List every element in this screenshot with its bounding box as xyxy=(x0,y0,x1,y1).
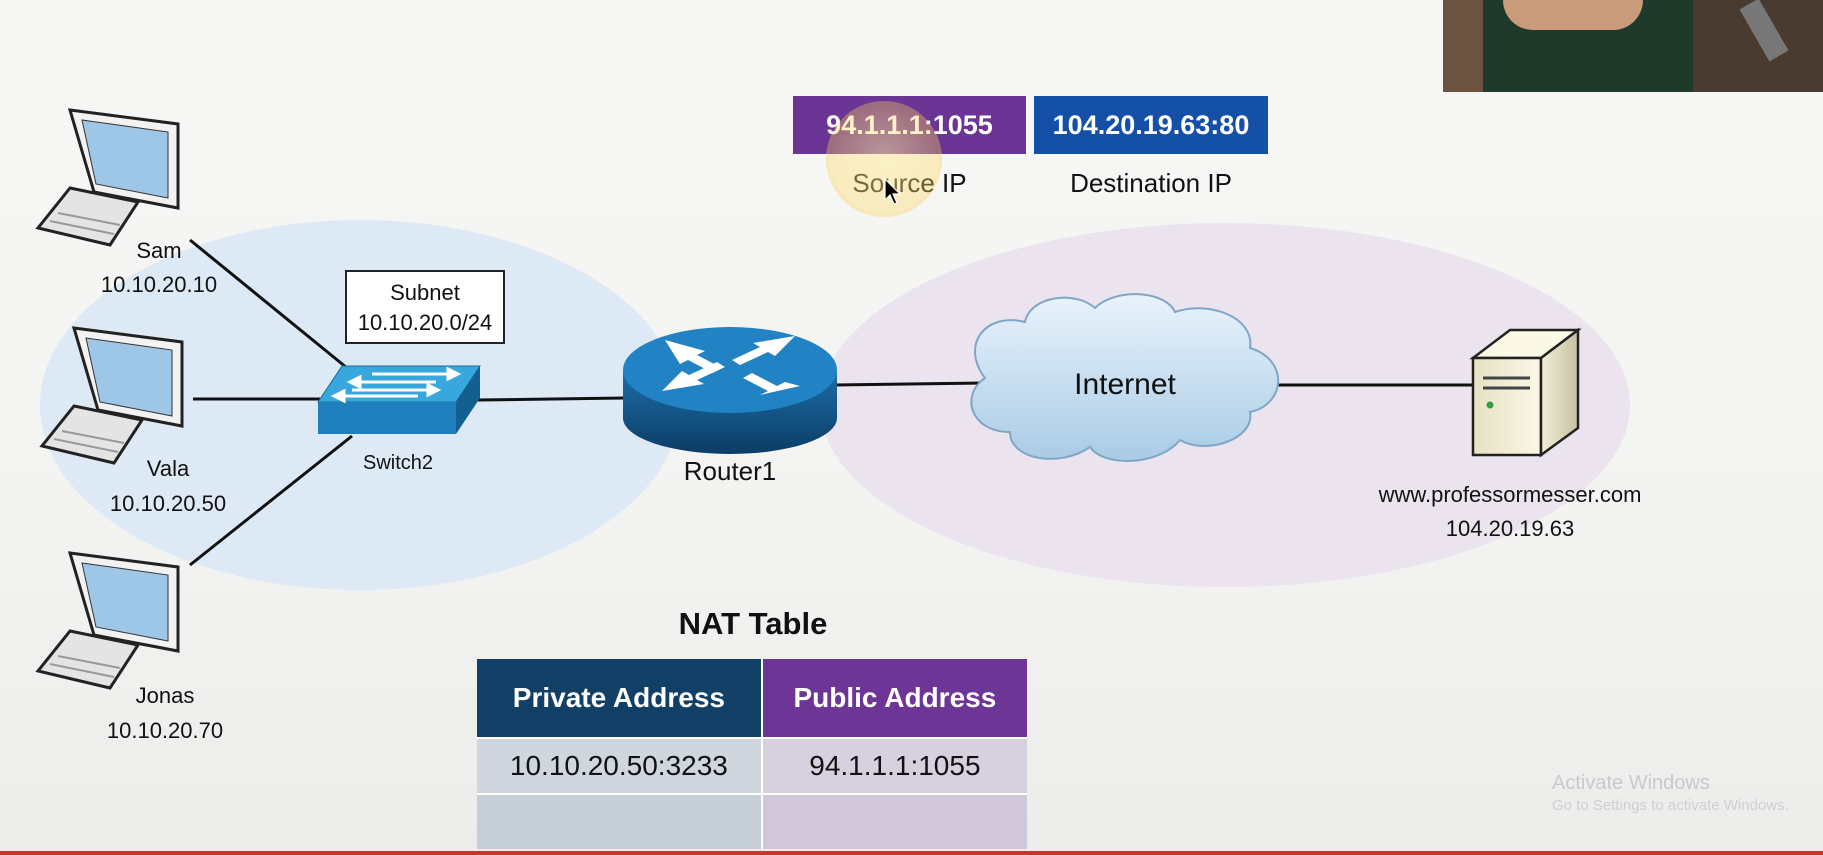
nat-cell-private: 10.10.20.50:3233 xyxy=(477,737,762,794)
host-name-jonas: Jonas xyxy=(135,683,195,708)
nat-table: Private Address Public Address 10.10.20.… xyxy=(477,659,1027,849)
nat-table-title: NAT Table xyxy=(678,606,828,641)
switch-icon xyxy=(317,365,481,434)
server-icon xyxy=(1469,327,1582,458)
cursor-highlight xyxy=(826,101,942,217)
destination-ip-caption: Destination IP xyxy=(1070,168,1232,198)
internet-label: Internet xyxy=(1074,368,1176,401)
router-icon xyxy=(623,327,837,454)
internet-cloud-icon xyxy=(970,293,1280,462)
destination-ip-box: 104.20.19.63:80 xyxy=(1034,96,1268,154)
laptop-icon xyxy=(35,551,180,690)
nat-header-public: Public Address xyxy=(760,659,1027,738)
nat-table-header-row: Private Address Public Address xyxy=(477,659,1027,738)
server-ip: 104.20.19.63 xyxy=(1445,516,1575,541)
mouse-cursor-icon xyxy=(884,178,902,205)
windows-watermark-subtitle: Go to Settings to activate Windows. xyxy=(1552,797,1789,814)
host-name-sam: Sam xyxy=(136,238,182,263)
laptop-icon xyxy=(35,108,180,247)
server-hostname: www.professormesser.com xyxy=(1378,482,1642,507)
host-name-vala: Vala xyxy=(146,456,190,481)
subnet-title: Subnet xyxy=(390,280,460,305)
nat-header-private: Private Address xyxy=(477,659,762,738)
nat-cell-public xyxy=(760,793,1027,849)
table-row: 10.10.20.50:3233 94.1.1.1:1055 xyxy=(477,737,1027,794)
network-links xyxy=(189,238,1475,567)
subnet-cidr: 10.10.20.0/24 xyxy=(357,310,493,335)
nat-cell-private xyxy=(477,793,762,849)
router-label: Router1 xyxy=(683,456,777,486)
host-ip-sam: 10.10.20.10 xyxy=(100,272,218,297)
presenter-webcam xyxy=(1443,0,1823,92)
windows-watermark-title: Activate Windows xyxy=(1552,772,1710,794)
laptop-icon xyxy=(39,326,184,465)
switch-label: Switch2 xyxy=(362,452,434,474)
host-ip-jonas: 10.10.20.70 xyxy=(106,718,224,743)
subnet-box: Subnet 10.10.20.0/24 xyxy=(345,270,505,344)
table-row xyxy=(477,793,1027,849)
progress-bar[interactable] xyxy=(0,851,1823,855)
host-ip-vala: 10.10.20.50 xyxy=(109,491,227,516)
nat-cell-public: 94.1.1.1:1055 xyxy=(760,737,1027,794)
